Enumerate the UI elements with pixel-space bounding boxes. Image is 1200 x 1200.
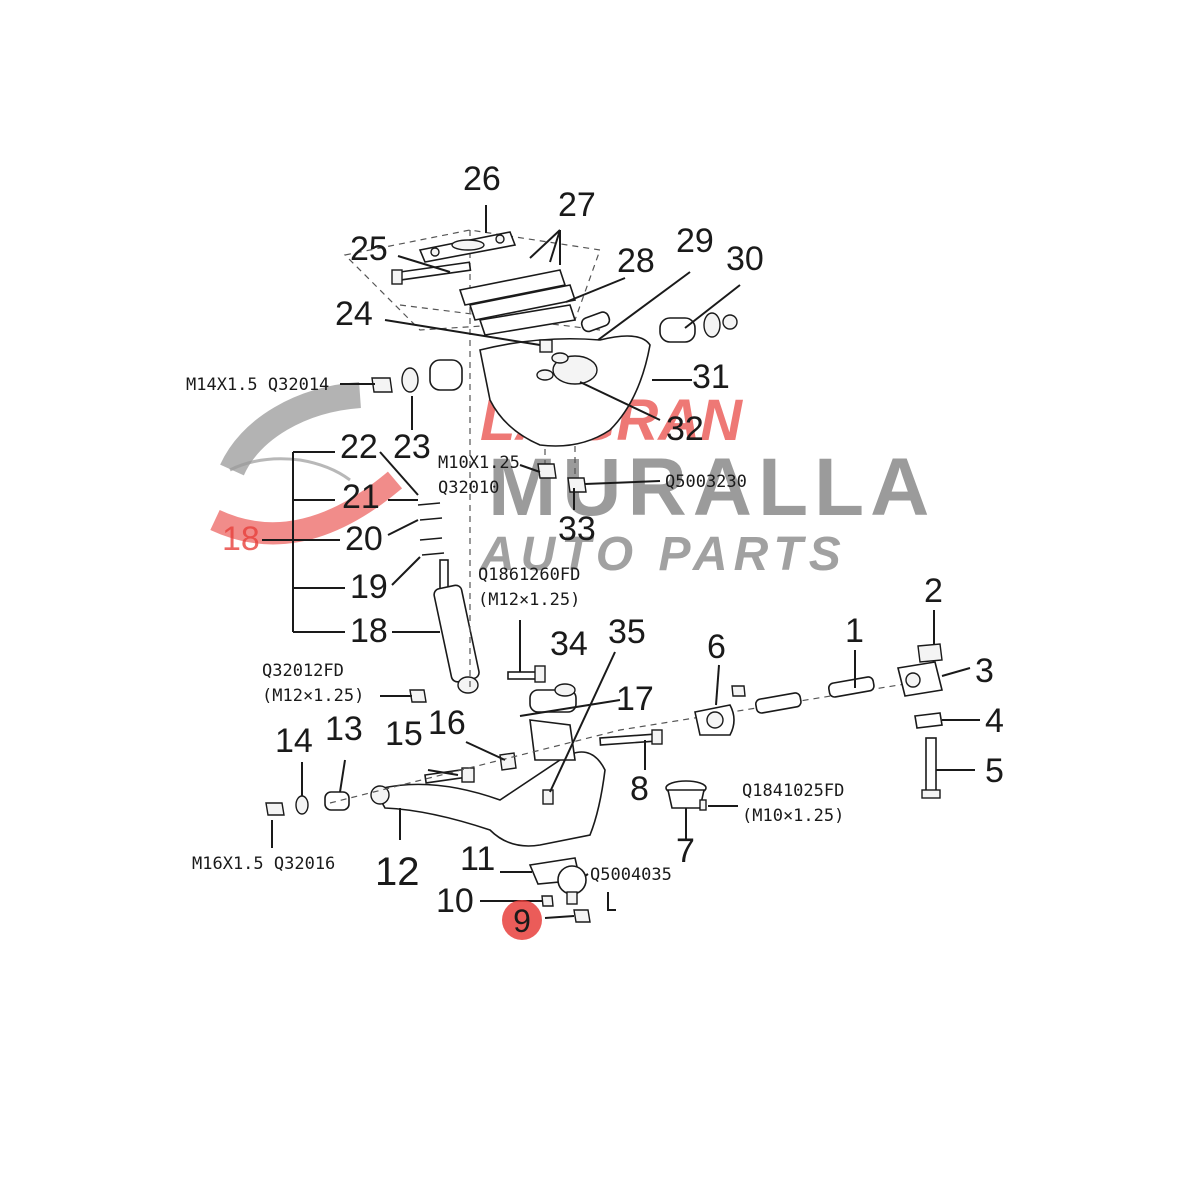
code-q32012fd: Q32012FD [262,661,344,681]
callout-19: 19 [350,568,388,606]
plate-26-drawing [418,231,517,263]
callout-35: 35 [608,613,646,651]
callout-34: 34 [550,625,588,663]
callout-22: 22 [340,428,378,466]
callout-11: 11 [460,840,495,878]
code-q1861260fd-size: (M12×1.25) [478,590,580,610]
callout-15: 15 [385,715,423,753]
watermark-line2: MURALLA [488,442,935,533]
torsion-bar-assembly [599,643,943,799]
callout-6: 6 [707,628,726,666]
code-q1841025fd-size: (M10×1.25) [742,806,844,826]
callout-13: 13 [325,710,363,748]
ball-joint-11-drawing [528,857,587,905]
bolt-q1861260-drawing [507,665,546,683]
bushing-30-drawing [580,311,738,343]
callout-3: 3 [975,652,994,690]
upper-arm-assembly [343,229,738,560]
code-q32012fd-size: (M12×1.25) [262,686,364,706]
code-m14-q32014: M14X1.5 Q32014 [186,375,329,395]
callout-23: 23 [393,428,431,466]
nut-q32012-drawing [409,689,427,703]
fastener-codes: M14X1.5 Q32014 M10X1.25 Q32010 Q5003230 … [186,375,844,885]
callout-8: 8 [630,770,649,808]
callout-17: 17 [616,680,654,718]
callout-5: 5 [985,752,1004,790]
callout-31: 31 [692,358,730,396]
bushing-left-drawing [371,359,463,393]
code-m10: M10X1.25 [438,453,520,473]
watermark-line3: AUTO PARTS [479,528,847,581]
bolt-5-drawing [921,737,941,799]
callout-10: 10 [436,882,474,920]
callout-21: 21 [342,478,380,516]
leader-lines [262,205,980,919]
ball-joint-assembly [528,780,707,923]
code-m16-q32016: M16X1.5 Q32016 [192,854,335,874]
callout-18: 18 [350,612,388,650]
lower-arm-12-drawing [370,751,606,847]
bracket-6-drawing [694,704,735,736]
callout-16: 16 [428,704,466,742]
callout-4: 4 [985,702,1004,740]
plate-28-drawing [478,304,577,336]
callout-1: 1 [845,612,864,650]
code-q5004035: Q5004035 [590,865,672,885]
callout-24: 24 [335,295,373,333]
bushing-13-drawing [265,791,350,816]
callout-labels: 26 27 25 28 29 30 24 31 32 22 23 21 18 2… [222,160,1004,940]
callout-12: 12 [375,850,420,894]
callout-14: 14 [275,722,313,760]
callout-33: 33 [558,510,596,548]
callout-30: 30 [726,240,764,278]
shims-27-drawing [458,269,577,321]
nut-10-drawing [541,895,554,907]
callout-32: 32 [666,410,704,448]
clip-4-drawing [914,712,943,729]
callout-20: 20 [345,520,383,558]
bushing-34-drawing [529,683,577,713]
code-q1861260fd: Q1861260FD [478,565,580,585]
lower-arm-assembly [265,560,931,847]
callout-9: 9 [513,903,531,939]
bump-stop-7-drawing [665,780,707,811]
code-q1841025fd: Q1841025FD [742,781,844,801]
nut-16-drawing [499,752,517,771]
upper-arm-31-drawing [479,335,651,447]
nut-9-drawing [573,909,591,923]
callout-25: 25 [350,230,388,268]
bolt-8-drawing [599,729,663,746]
callout-7: 7 [676,832,695,870]
code-q5003230: Q5003230 [665,472,747,492]
highlight-badge-9[interactable]: 9 [502,900,542,940]
shock-absorber-assembly [417,502,480,694]
code-q32010: Q32010 [438,478,499,498]
callout-28: 28 [617,242,655,280]
bolt-25-drawing [391,261,472,285]
bolt-24-drawing [539,339,553,353]
bracket-drawing [529,719,576,805]
callout-18-red: 18 [222,520,260,558]
callout-26: 26 [463,160,501,198]
bracket-3-drawing [897,661,943,697]
torsion-bar-1-drawing [754,676,875,714]
callout-29: 29 [676,222,714,260]
nuts-33-drawing [537,463,587,493]
callout-27: 27 [558,186,596,224]
callout-2: 2 [924,572,943,610]
nut-2-drawing [917,643,943,663]
